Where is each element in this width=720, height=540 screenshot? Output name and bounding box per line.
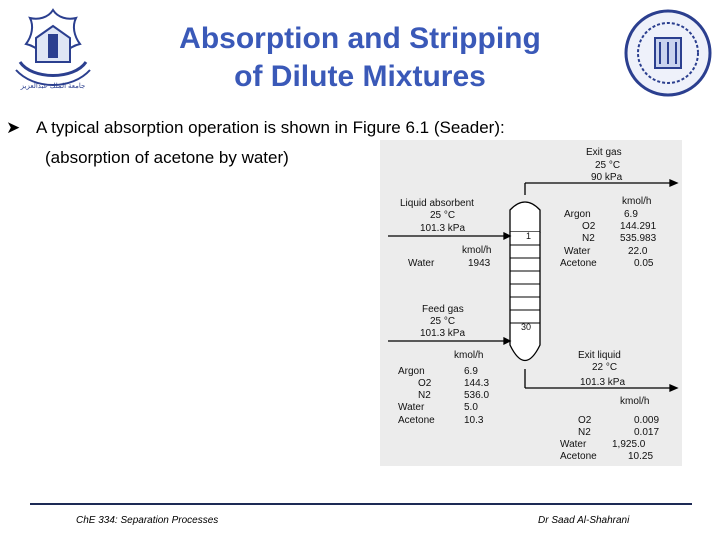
feed-gas-value: 536.0 (464, 390, 489, 401)
column-trays (510, 244, 540, 324)
exit-gas-component: O2 (582, 221, 596, 232)
exit-gas-value: 535.983 (620, 233, 657, 244)
feed-gas-arrow (503, 336, 512, 346)
feed-gas-pressure: 101.3 kPa (420, 328, 465, 339)
exit-gas-component: Acetone (560, 258, 597, 269)
exit-gas-label: Exit gas (586, 147, 622, 158)
title-line-2: of Dilute Mixtures (234, 60, 486, 93)
absorbent-component: Water (408, 258, 435, 269)
feed-gas-label: Feed gas (422, 304, 464, 315)
absorbent-pressure: 101.3 kPa (420, 223, 465, 234)
exit-gas-value: 6.9 (624, 209, 638, 220)
department-logo (622, 8, 714, 98)
feed-gas-table: Argon 6.9 O2 144.3 N2 536.0 Water 5.0 Ac… (398, 366, 489, 426)
feed-gas-component: Water (398, 402, 425, 413)
exit-gas-table: Argon 6.9 O2 144.291 N2 535.983 Water 22… (560, 209, 657, 269)
stage-30-label: 30 (521, 322, 531, 332)
exit-liquid-component: N2 (578, 427, 591, 438)
exit-liquid-unit: kmol/h (620, 396, 649, 407)
feed-gas-component: O2 (418, 378, 432, 389)
exit-gas-component: Argon (564, 209, 591, 220)
feed-gas-temp: 25 °C (430, 316, 455, 327)
feed-gas-component: Argon (398, 366, 425, 377)
footer-course: ChE 334: Separation Processes (76, 515, 219, 526)
exit-gas-component: N2 (582, 233, 595, 244)
exit-gas-value: 22.0 (628, 246, 648, 257)
exit-liquid-value: 1,925.0 (612, 439, 646, 450)
feed-gas-component: Acetone (398, 415, 435, 426)
exit-gas-temp: 25 °C (595, 160, 620, 171)
absorbent-unit: kmol/h (462, 245, 491, 256)
exit-liquid-temp: 22 °C (592, 362, 617, 373)
exit-liquid-value: 0.017 (634, 427, 659, 438)
exit-liquid-component: Acetone (560, 451, 597, 462)
feed-gas-value: 6.9 (464, 366, 478, 377)
exit-gas-unit: kmol/h (622, 196, 651, 207)
exit-gas-arrow (669, 179, 679, 187)
bullet-text: A typical absorption operation is shown … (36, 118, 505, 137)
department-seal-icon (624, 9, 712, 97)
feed-gas-unit: kmol/h (454, 350, 483, 361)
column-top-head (509, 201, 541, 233)
exit-liquid-component: O2 (578, 415, 592, 426)
exit-gas-component: Water (564, 246, 591, 257)
feed-gas-value: 144.3 (464, 378, 489, 389)
feed-gas-value: 10.3 (464, 415, 484, 426)
feed-gas-value: 5.0 (464, 402, 478, 413)
stage-1-label: 1 (526, 231, 531, 241)
exit-liquid-label: Exit liquid (578, 350, 621, 361)
exit-liquid-table: O2 0.009 N2 0.017 Water 1,925.0 Acetone … (560, 415, 659, 462)
feed-gas-component: N2 (418, 390, 431, 401)
logo-caption: جامعة الملك عبدالعزيز (20, 82, 86, 90)
exit-liquid-component: Water (560, 439, 587, 450)
absorbent-label: Liquid absorbent (400, 198, 474, 209)
university-emblem-icon: جامعة الملك عبدالعزيز (15, 8, 91, 90)
absorbent-arrow (503, 231, 512, 241)
footer-divider (30, 503, 692, 505)
title-line-1: Absorption and Stripping (179, 22, 541, 55)
exit-liquid-arrow (669, 384, 679, 392)
slide-title: Absorption and Stripping of Dilute Mixtu… (120, 20, 600, 96)
footer-author: Dr Saad Al-Shahrani (538, 515, 630, 526)
arrow-bullet-icon: ➤ (6, 118, 21, 137)
bullet-item: ➤ A typical absorption operation is shown… (6, 118, 505, 138)
exit-gas-value: 0.05 (634, 258, 654, 269)
column-body (509, 232, 541, 362)
absorber-diagram: 1 30 Exit gas 25 °C 90 kPa kmol/h Argon … (388, 147, 679, 462)
university-logo: جامعة الملك عبدالعزيز (8, 4, 98, 94)
exit-gas-value: 144.291 (620, 221, 657, 232)
exit-gas-pressure: 90 kPa (591, 172, 623, 183)
exit-liquid-pressure: 101.3 kPa (580, 377, 625, 388)
exit-liquid-value: 0.009 (634, 415, 659, 426)
absorber-figure: 1 30 Exit gas 25 °C 90 kPa kmol/h Argon … (380, 140, 682, 466)
exit-liquid-value: 10.25 (628, 451, 653, 462)
bullet-subtext: (absorption of acetone by water) (45, 148, 289, 167)
absorbent-value: 1943 (468, 258, 491, 269)
absorbent-temp: 25 °C (430, 210, 455, 221)
